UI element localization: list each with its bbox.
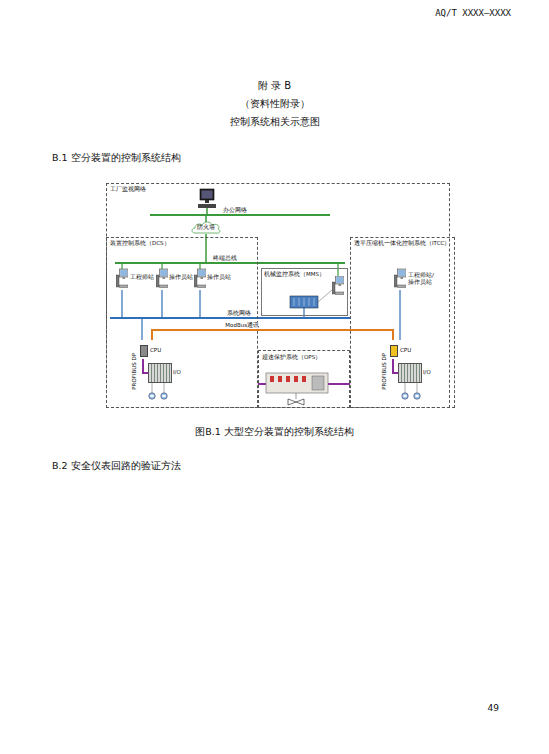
cpu-block — [140, 345, 148, 357]
mms-monitor — [290, 290, 332, 308]
connector-label: PROFIBUS DP — [131, 351, 138, 390]
node-label: 工厂监视网络 — [110, 186, 146, 193]
firewall-cloud: 防火墙 — [190, 221, 222, 234]
workstation: 操作员站 — [169, 274, 193, 281]
itcc-region: 透平压缩机一体化控制系统（ITCC） 工程师站/ 操作员站 CPU I/O — [350, 237, 455, 408]
text-label: 49 — [488, 703, 499, 714]
office-network — [150, 189, 330, 263]
ops-region: 超速保护系统（OPS） — [258, 350, 350, 408]
node-label: 操作员站 — [169, 274, 193, 281]
field-instruments — [149, 383, 420, 399]
text-label: 终端总线 — [212, 255, 238, 262]
node-label: CPU — [150, 347, 161, 353]
connector-label: ModBus通讯 — [224, 322, 260, 329]
plant-network-region: 工厂监视网络防火墙装置控制系统（DCS） 工程师站 操作员站 操作员站 CPU I/O 机械… — [106, 183, 450, 408]
node-label: 操作员站 — [207, 274, 231, 281]
node-label: 工程师站 — [130, 274, 154, 281]
workstation: 操作员站 — [207, 274, 231, 281]
text-label: 附 录 B — [0, 80, 549, 92]
node-label: 防火墙 — [197, 224, 215, 231]
mms-box: 机械监控系统（MMS） — [261, 268, 348, 316]
node-label: CPU — [400, 347, 411, 353]
node-label: I/O — [423, 369, 431, 376]
system-network — [110, 290, 400, 340]
cpu-module: CPU — [140, 340, 161, 359]
cpu-module: CPU — [390, 340, 411, 359]
connector-label: PROFIBUS DP — [381, 351, 388, 390]
text-label: B.2 安全仪表回路的验证方法 — [52, 460, 181, 471]
node-label: 透平压缩机一体化控制系统（ITCC） — [354, 240, 450, 247]
node-label: 超速保护系统（OPS） — [262, 354, 321, 361]
workstation: 工程师站 — [130, 274, 154, 281]
connector — [152, 330, 393, 340]
node-label: I/O — [173, 369, 181, 376]
workstation: 工程师站/ 操作员站 — [408, 272, 440, 285]
io-rack: I/O — [148, 363, 172, 383]
text-label: 系统网络 — [226, 310, 252, 317]
node-label: 装置控制系统（DCS） — [110, 240, 170, 247]
node-label: 机械监控系统（MMS） — [264, 271, 325, 278]
ops-rack — [258, 373, 350, 405]
figure-caption: 图B.1 大型空分装置的控制系统结构 — [0, 426, 549, 437]
io-rack: I/O — [398, 363, 422, 383]
text-label: B.1 空分装置的控制系统结构 — [52, 152, 181, 163]
page-title: 控制系统相关示意图 — [0, 116, 549, 128]
cpu-block — [390, 345, 398, 357]
text-label: （资料性附录） — [0, 98, 549, 110]
text-label: AQ/T XXXX—XXXX — [435, 8, 511, 19]
node-label: 工程师站/ 操作员站 — [408, 272, 440, 285]
text-label: 办公网络 — [222, 207, 248, 214]
